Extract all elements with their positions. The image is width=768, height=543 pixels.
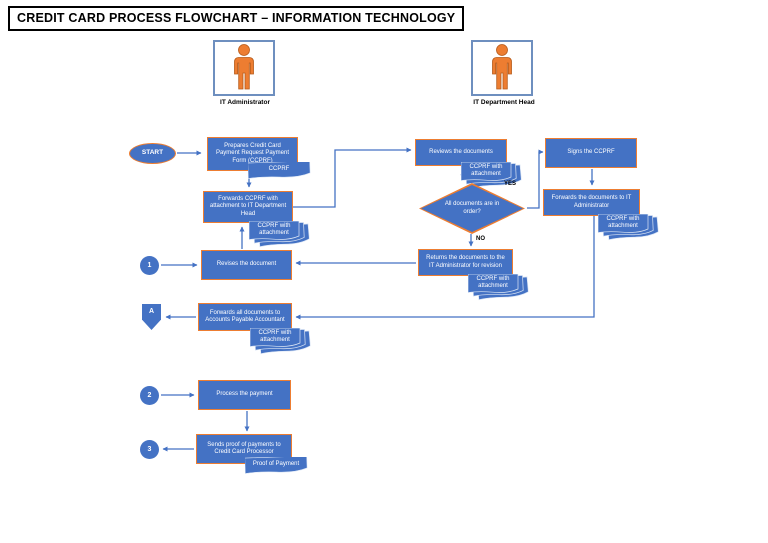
- branch-label-no: NO: [476, 236, 485, 242]
- document-stack-ccprf-attachment: CCPRF with attachment: [460, 161, 527, 194]
- document-icon: [247, 160, 311, 179]
- process-sends-proof: Sends proof of payments to Credit Card P…: [196, 434, 292, 464]
- document-stack-icon: [248, 220, 310, 248]
- connector-node-3: 3: [140, 440, 159, 459]
- document-proof-of-payment: Proof of Payment: [244, 455, 309, 477]
- page-title-text: CREDIT CARD PROCESS FLOWCHART – INFORMAT…: [17, 11, 456, 25]
- document-icon: [244, 455, 308, 474]
- process-forwards-to-it-admin: Forwards the documents to IT Administrat…: [543, 189, 640, 216]
- document-label: CCPRF with attachment: [469, 163, 503, 177]
- document-stack-icon: [597, 213, 659, 241]
- person-icon: [492, 44, 512, 90]
- document-label: CCPRF with attachment: [258, 329, 292, 343]
- page-title: CREDIT CARD PROCESS FLOWCHART – INFORMAT…: [8, 6, 465, 31]
- process-reviews-documents: Reviews the documents: [415, 139, 507, 166]
- document-stack-icon: [467, 273, 529, 301]
- process-returns-for-revision: Returns the documents to the IT Administ…: [418, 249, 513, 276]
- process-forwards-to-accounts-payable: Forwards all documents to Accounts Payab…: [198, 303, 292, 331]
- connector-decision-yes-to-signs: [527, 149, 544, 209]
- document-stack-ccprf-attachment: CCPRF with attachment: [248, 220, 315, 253]
- document-ccprf: CCPRF: [247, 160, 312, 182]
- document-stack-ccprf-attachment: CCPRF with attachment: [249, 327, 316, 360]
- branch-label-yes: YES: [504, 181, 517, 187]
- connector-node-2: 2: [140, 386, 159, 405]
- document-stack-ccprf-attachment: CCPRF with attachment: [597, 213, 664, 246]
- process-signs-ccprf: Signs the CCPRF: [545, 138, 637, 168]
- document-label: Proof of Payment: [252, 461, 300, 468]
- document-stack-icon: [460, 161, 522, 189]
- document-stack-ccprf-attachment: CCPRF with attachment: [467, 273, 534, 306]
- document-label: CCPRF with attachment: [476, 275, 510, 289]
- document-label: CCPRF with attachment: [606, 215, 640, 229]
- document-label: CCPRF with attachment: [257, 222, 291, 236]
- person-icon: [234, 44, 254, 90]
- offpage-connector-a: A: [142, 304, 161, 330]
- connector-forwards-it-to-forwards-ap: [295, 216, 595, 320]
- connector-node-1: 1: [140, 256, 159, 275]
- actor-label-it-administrator: IT Administrator: [220, 99, 270, 106]
- process-revises-document: Revises the document: [201, 250, 292, 280]
- actor-label-it-department-head: IT Department Head: [473, 99, 535, 106]
- actor-box-it-administrator: [213, 40, 275, 96]
- actor-box-it-department-head: [471, 40, 533, 96]
- document-stack-icon: [249, 327, 311, 355]
- process-payment: Process the payment: [198, 380, 291, 410]
- start-node: START: [129, 143, 176, 164]
- document-label: CCPRF: [268, 166, 290, 173]
- process-forwards-ccprf: Forwards CCPRF with attachment to IT Dep…: [203, 191, 293, 223]
- connector-forwards-to-reviews: [293, 147, 412, 208]
